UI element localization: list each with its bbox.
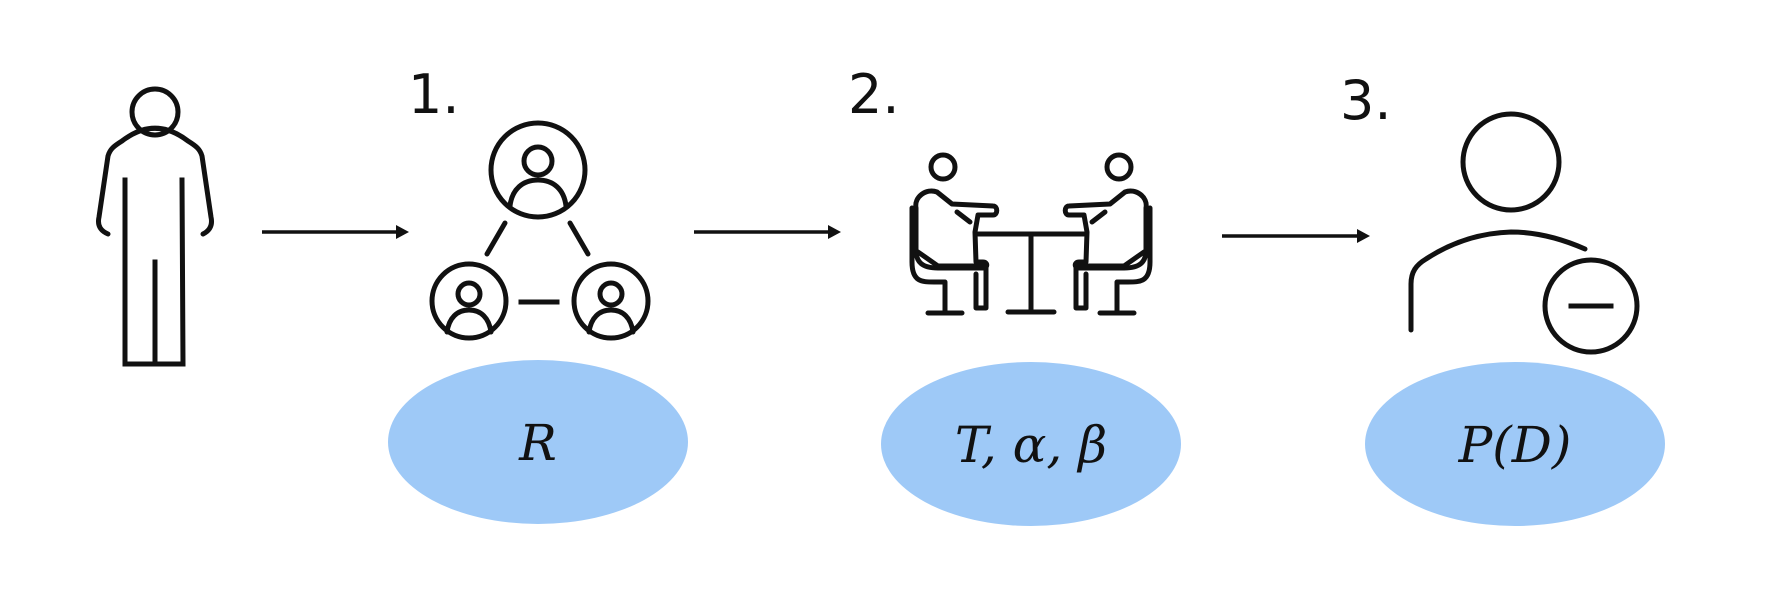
group-network-icon [429, 120, 651, 341]
step-2-number: 2. [848, 63, 900, 126]
step-3-label: P(D) [1458, 416, 1572, 474]
arrow-3 [1222, 229, 1370, 243]
step-3-number: 3. [1340, 69, 1392, 132]
person-icon [96, 86, 214, 367]
step-1-bubble [388, 360, 688, 524]
arrow-2 [694, 225, 841, 239]
step-2-label: T, α, β [955, 416, 1107, 474]
interview-meeting-icon [909, 152, 1153, 316]
step-1-number: 1. [408, 63, 460, 126]
remove-user-icon [1408, 111, 1640, 355]
step-3-bubble [1365, 362, 1665, 526]
arrow-1 [262, 225, 409, 239]
step-2-bubble [881, 362, 1181, 526]
step-1-label: R [518, 414, 557, 472]
